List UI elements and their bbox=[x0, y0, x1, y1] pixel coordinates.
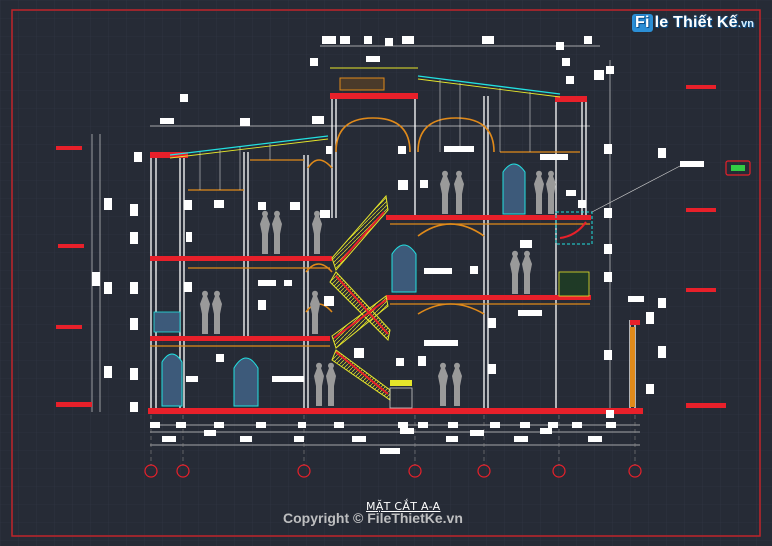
logo-text: le Thiết Kế bbox=[654, 14, 738, 31]
logo-mark: Fi bbox=[632, 14, 653, 32]
sheet-border bbox=[11, 9, 761, 537]
roof-purlins bbox=[199, 80, 531, 190]
arches bbox=[305, 117, 495, 315]
annotation-labels bbox=[92, 36, 704, 418]
trim-lines bbox=[150, 151, 590, 347]
roofs bbox=[169, 75, 561, 156]
dimension-lines bbox=[91, 45, 640, 446]
arched-windows bbox=[161, 163, 526, 407]
staircase bbox=[329, 194, 413, 409]
level-markers-left bbox=[56, 146, 92, 407]
dimension-texts bbox=[150, 422, 616, 454]
level-markers-right bbox=[686, 85, 726, 408]
drawing-title: MẶT CẮT A-A bbox=[366, 500, 441, 513]
logo-domain: .vn bbox=[737, 18, 755, 30]
copyright-watermark: Copyright © FileThietKe.vn bbox=[283, 510, 463, 526]
roof-edges bbox=[169, 67, 561, 159]
floor-slabs bbox=[148, 93, 643, 414]
people-figures bbox=[200, 170, 556, 406]
detail-callout bbox=[153, 77, 751, 407]
